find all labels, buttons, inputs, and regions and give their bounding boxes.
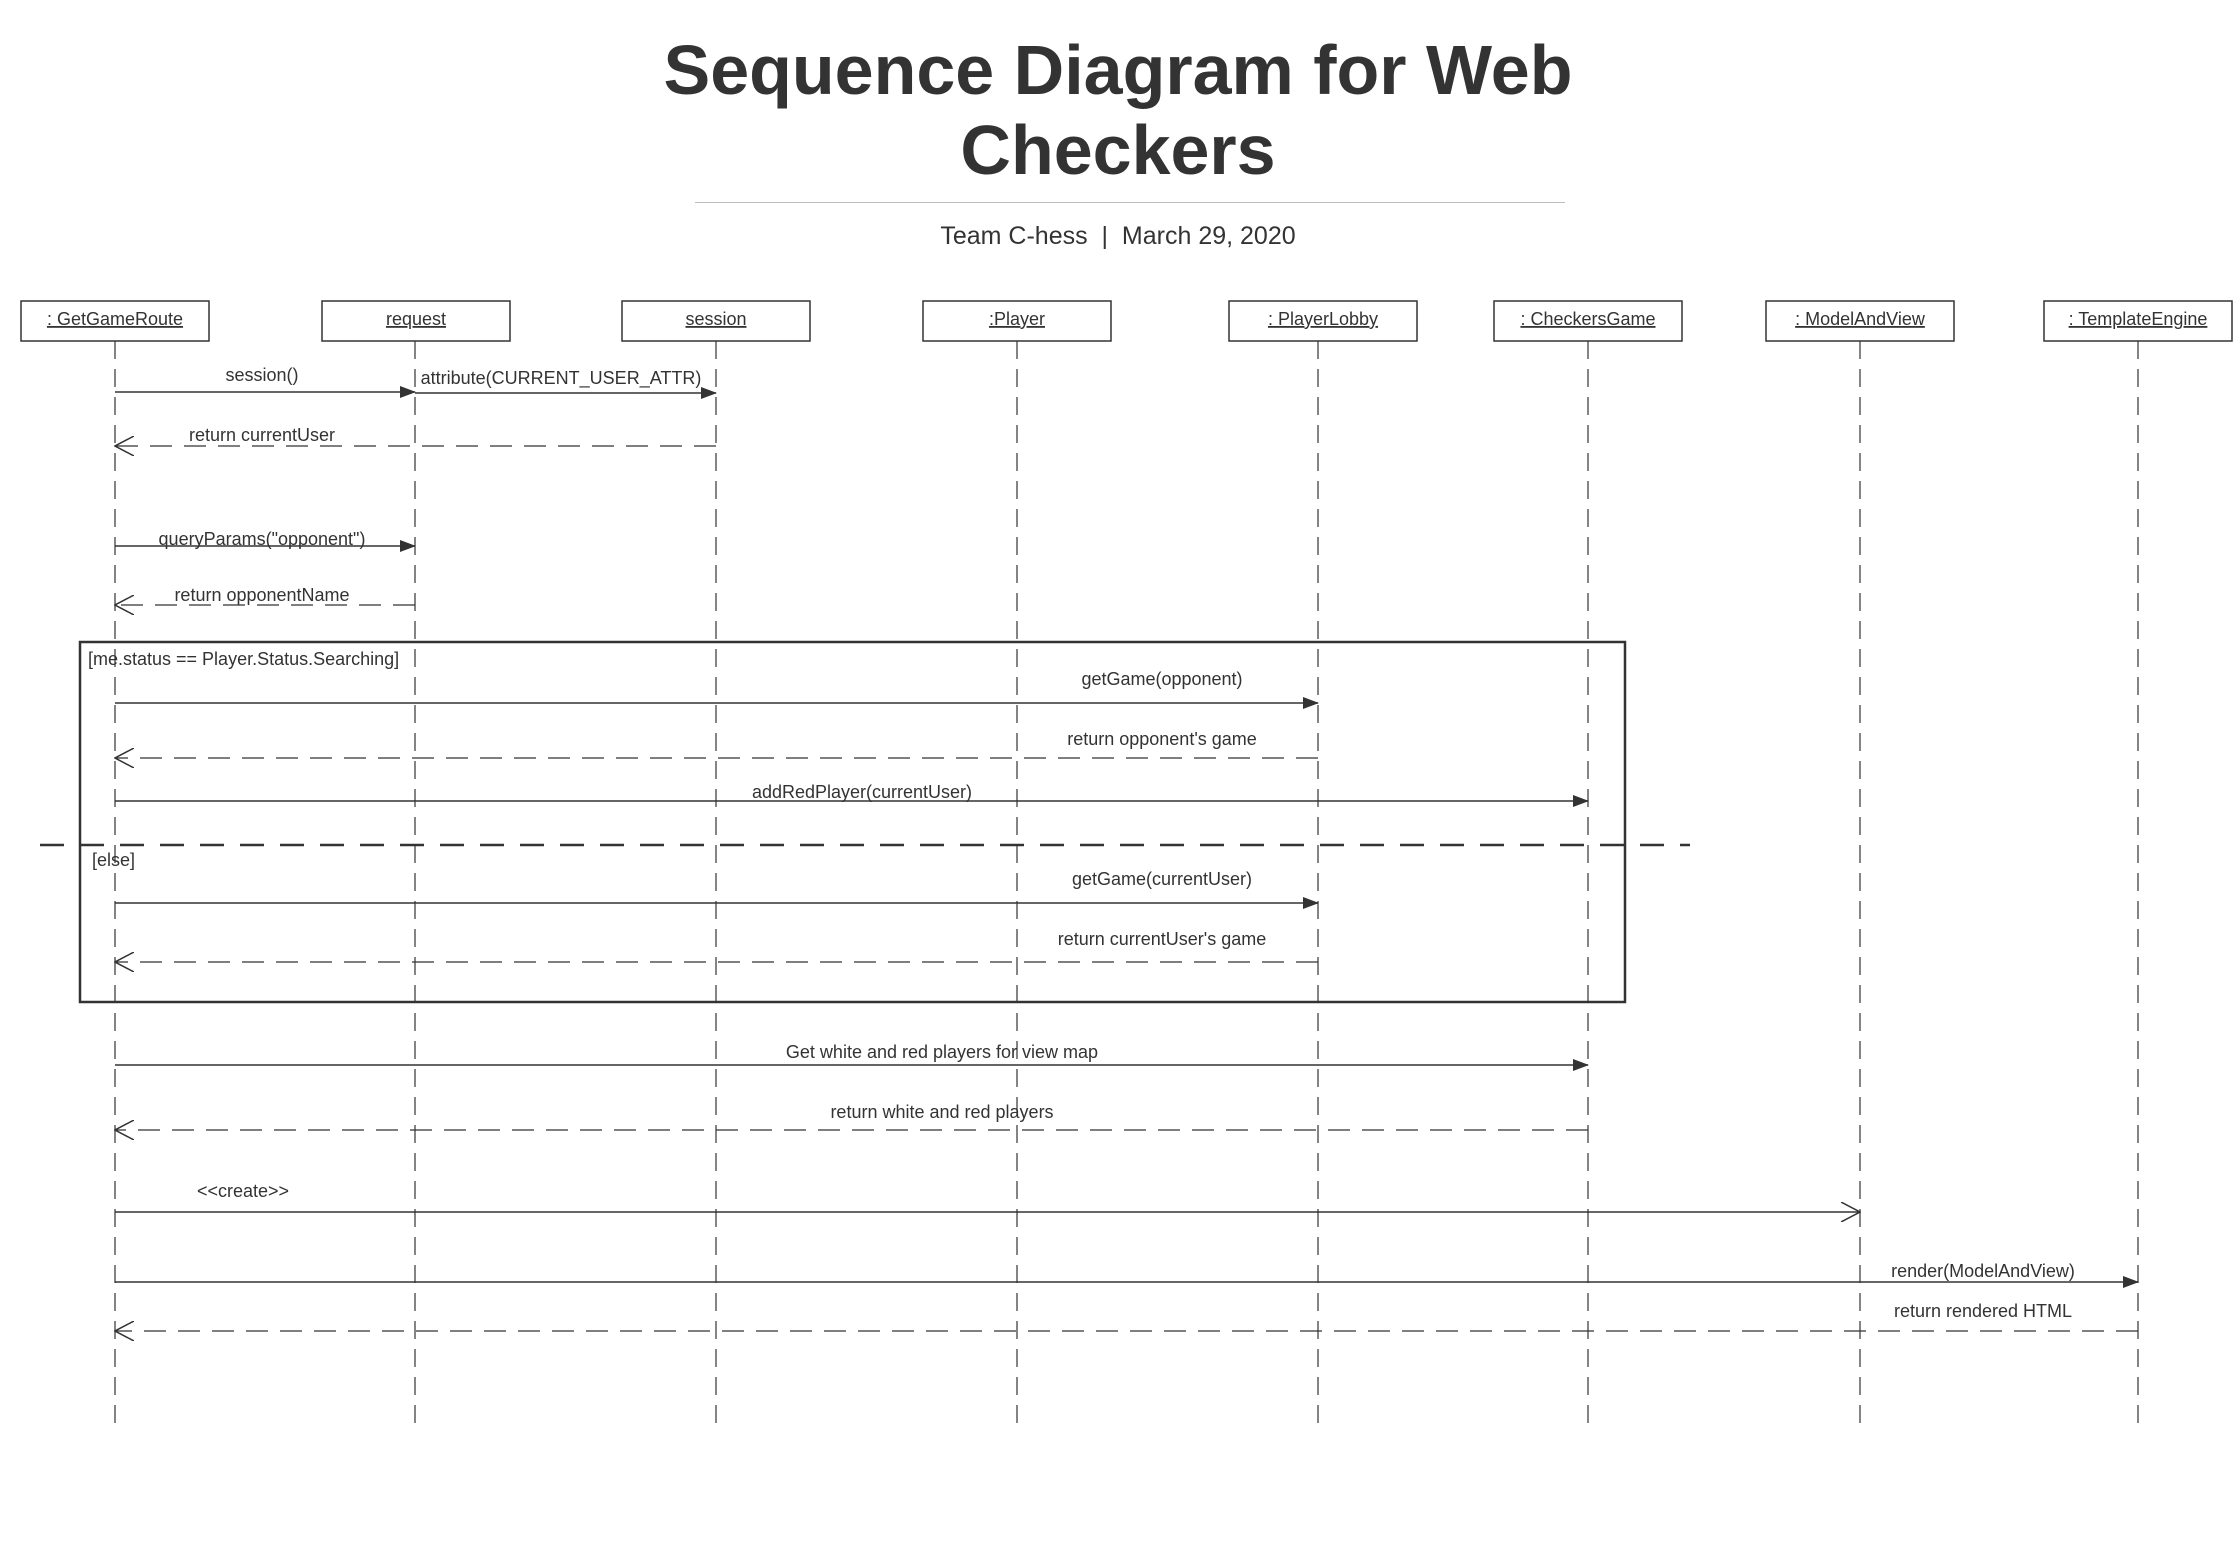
participant-label: : CheckersGame	[1520, 309, 1655, 329]
diagram-title-line2: Checkers	[960, 111, 1276, 189]
alt-fragment-frame	[78, 640, 1627, 1004]
message-m14: render(ModelAndView)	[115, 1261, 2139, 1288]
participant-box	[20, 300, 210, 342]
diagram-subtitle: Team C-hess | March 29, 2020	[0, 222, 2236, 251]
message-label: return currentUser's game	[1058, 929, 1267, 949]
title-divider	[695, 202, 1565, 203]
message-m6: getGame(opponent)	[115, 669, 1319, 709]
participant-box	[1493, 300, 1683, 342]
participant-label: :Player	[989, 309, 1045, 329]
participant-box	[621, 300, 811, 342]
message-m7: return opponent's game	[115, 729, 1318, 758]
participant-playerlobby: : PlayerLobby	[1228, 300, 1418, 1423]
participant-label: : ModelAndView	[1795, 309, 1926, 329]
participant-getgameroute: : GetGameRoute	[20, 300, 210, 1423]
message-label: queryParams("opponent")	[159, 529, 366, 549]
participant-label: request	[386, 309, 446, 329]
participants-layer: : GetGameRoute request session :Player : Pla…	[20, 300, 2233, 1423]
message-label: <<create>>	[197, 1181, 289, 1201]
message-m3: return currentUser	[115, 425, 716, 446]
alt-guard-if: [me.status == Player.Status.Searching]	[88, 649, 399, 669]
message-m11: Get white and red players for view map	[115, 1042, 1589, 1071]
participant-checkersgame: : CheckersGame	[1493, 300, 1683, 1423]
message-label: addRedPlayer(currentUser)	[752, 782, 972, 802]
participant-box	[2043, 300, 2233, 342]
participant-box	[922, 300, 1112, 342]
message-m9: getGame(currentUser)	[115, 869, 1319, 909]
participant-request: request	[321, 300, 511, 1423]
participant-templateengine: : TemplateEngine	[2043, 300, 2233, 1423]
message-m13: <<create>>	[115, 1181, 1860, 1212]
participant-modelandview: : ModelAndView	[1765, 300, 1955, 1423]
message-label: Get white and red players for view map	[786, 1042, 1098, 1062]
message-label: render(ModelAndView)	[1891, 1261, 2075, 1281]
diagram-title: Sequence Diagram for Web Checkers	[0, 30, 2236, 190]
message-m2: attribute(CURRENT_USER_ATTR)	[415, 368, 717, 399]
participant-box	[1228, 300, 1418, 342]
team-name: Team C-hess	[940, 222, 1088, 250]
subtitle-separator: |	[1101, 222, 1109, 250]
messages-layer: session() attribute(CURRENT_USER_ATTR)ret…	[115, 365, 2139, 1331]
message-label: getGame(opponent)	[1081, 669, 1242, 689]
diagram-date: March 29, 2020	[1121, 222, 1296, 250]
alt-guard-else: [else]	[92, 850, 135, 870]
message-m4: queryParams("opponent")	[115, 529, 416, 552]
message-label: getGame(currentUser)	[1072, 869, 1252, 889]
message-m12: return white and red players	[115, 1102, 1588, 1130]
message-label: return white and red players	[830, 1102, 1053, 1122]
participant-player: :Player	[922, 300, 1112, 1423]
message-label: attribute(CURRENT_USER_ATTR)	[421, 368, 702, 389]
message-m15: return rendered HTML	[115, 1301, 2138, 1331]
participant-label: : PlayerLobby	[1268, 309, 1378, 329]
participant-label: session	[685, 309, 746, 329]
participant-session: session	[621, 300, 811, 1423]
message-label: return rendered HTML	[1894, 1301, 2072, 1321]
diagram-title-line1: Sequence Diagram for Web	[663, 31, 1573, 109]
message-label: return currentUser	[189, 425, 335, 445]
message-label: return opponentName	[174, 585, 349, 605]
message-m1: session()	[115, 365, 416, 398]
participant-box	[321, 300, 511, 342]
message-label: session()	[225, 365, 298, 385]
message-m10: return currentUser's game	[115, 929, 1318, 962]
message-m8: addRedPlayer(currentUser)	[115, 782, 1589, 807]
participant-label: : TemplateEngine	[2069, 309, 2208, 329]
participant-box	[1765, 300, 1955, 342]
participant-label: : GetGameRoute	[47, 309, 183, 329]
message-m5: return opponentName	[115, 585, 415, 605]
message-label: return opponent's game	[1067, 729, 1257, 749]
